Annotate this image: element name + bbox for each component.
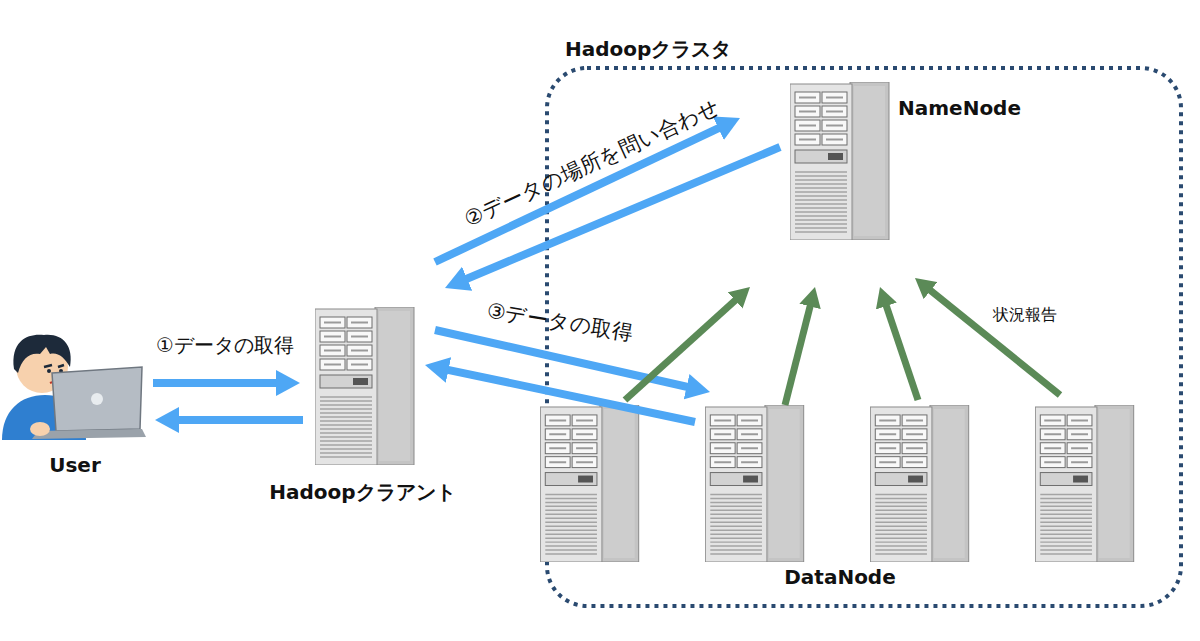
flow-arrow bbox=[171, 416, 303, 424]
server-illustration bbox=[2, 335, 146, 440]
server-illustration bbox=[870, 405, 968, 562]
server-illustration bbox=[1035, 405, 1133, 562]
node-label: NameNode bbox=[898, 96, 1028, 120]
flow-arrow bbox=[435, 330, 694, 388]
server-illustration bbox=[315, 307, 414, 465]
cluster-boundary: HadoopクラスタNameNodeDataNode bbox=[545, 35, 1183, 610]
flow-arrow bbox=[884, 300, 918, 400]
flow-arrow bbox=[785, 301, 812, 405]
flow-arrow bbox=[926, 287, 1060, 395]
edge-label: ③データの取得 bbox=[485, 298, 635, 347]
edge-label: ②データの場所を問い合わせ bbox=[460, 94, 724, 233]
node-label: Hadoopクラアント bbox=[255, 480, 470, 504]
flow-arrow bbox=[625, 296, 740, 400]
server-illustration bbox=[540, 405, 638, 562]
datanode-group: DataNode bbox=[535, 400, 1145, 595]
edge-label: 状況報告 bbox=[993, 302, 1057, 328]
flow-arrow bbox=[435, 125, 726, 262]
user-figure: User bbox=[0, 325, 150, 480]
namenode-server: NameNode bbox=[790, 80, 1030, 242]
node-label: Hadoopクラスタ bbox=[565, 37, 865, 61]
node-label: User bbox=[0, 453, 150, 477]
server-illustration bbox=[790, 82, 889, 240]
flow-arrow bbox=[153, 379, 284, 387]
edge-label: ①データの取得 bbox=[156, 332, 294, 358]
node-label: DataNode bbox=[535, 565, 1145, 589]
server-illustration bbox=[705, 405, 803, 562]
